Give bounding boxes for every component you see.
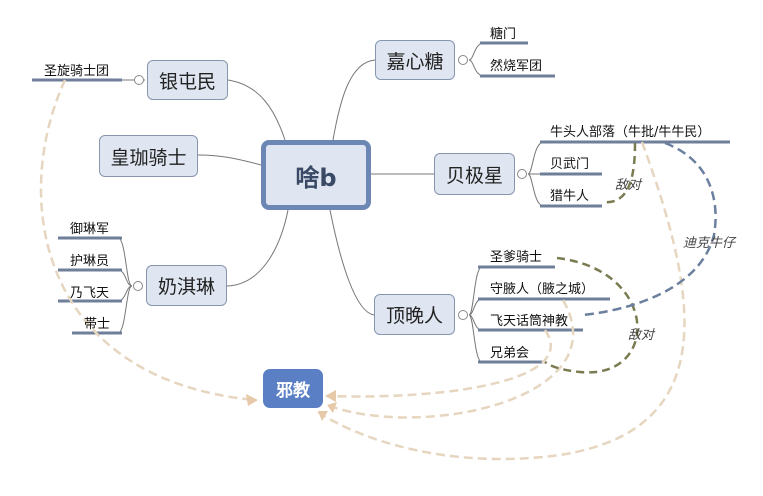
leaf-beiwumen[interactable]: 贝武门 (550, 157, 590, 172)
collapse-toggle-yintunmin[interactable] (134, 75, 144, 85)
collapse-toggle-beijixing[interactable] (517, 169, 527, 179)
branch-huangjia[interactable]: 皇珈骑士 (99, 135, 198, 177)
relation-label-enemy-2: 敌对 (628, 328, 655, 343)
leaf-shouyeren[interactable]: 守腋人（腋之城） (490, 282, 595, 297)
relation-line-xiongdihui-xiejiao (326, 329, 553, 398)
leaf-naifeitian[interactable]: 乃飞天 (70, 286, 110, 301)
branch-beijixing[interactable]: 贝极星 (434, 153, 515, 195)
relation-line-shengxuan-xiejiao (39, 79, 256, 402)
floating-node-xiejiao[interactable]: 邪教 (263, 369, 323, 408)
connector-root-jiaxintang (332, 59, 376, 141)
leaf-daishi[interactable]: 帯士 (84, 317, 111, 332)
leaf-xiongdihui[interactable]: 兄弟会 (490, 346, 530, 361)
relation-line-dick (582, 141, 717, 317)
leaf-yulinjun[interactable]: 御琳军 (70, 222, 110, 237)
leaf-hulinyuan[interactable]: 护琳员 (70, 254, 110, 269)
leaf-shengxuan[interactable]: 圣旋骑士团 (44, 64, 110, 79)
leaf-feitianhuatong[interactable]: 飞天话筒神教 (490, 314, 569, 329)
relation-line-enemy-2 (544, 256, 639, 374)
branch-jiaxintang[interactable]: 嘉心糖 (375, 40, 455, 80)
collapse-toggle-naiqilin[interactable] (133, 281, 143, 291)
connector-root-naiqilin (226, 209, 289, 287)
relation-line-enemy-1 (602, 142, 637, 204)
collapse-toggle-dingwanren[interactable] (458, 310, 468, 320)
branch-yintunmin[interactable]: 银屯民 (147, 60, 228, 100)
relation-line-niutouren-xiejiao (317, 141, 686, 461)
branch-dingwanren[interactable]: 顶晚人 (374, 294, 455, 335)
relation-label-enemy-1: 敌对 (615, 178, 642, 193)
connector-root-huangjia (197, 154, 262, 166)
collapse-toggle-jiaxintang[interactable] (458, 55, 468, 65)
branch-naiqilin[interactable]: 奶淇琳 (146, 265, 227, 306)
leaf-niutouren[interactable]: 牛头人部落（牛批/牛牛民） (550, 125, 711, 140)
connector-root-dingwanren (329, 209, 375, 316)
root-node[interactable]: 啥b (261, 140, 371, 210)
connector-root-yintunmin (227, 79, 286, 141)
relation-line-shouyeren-xiejiao (326, 299, 575, 419)
leaf-tangmen[interactable]: 糖门 (490, 27, 517, 42)
leaf-ranshaojuntuan[interactable]: 然烧军团 (490, 59, 543, 74)
leaf-shengdieqishi[interactable]: 圣爹骑士 (490, 250, 543, 265)
leaf-lieniuren[interactable]: 猎牛人 (550, 189, 590, 204)
relation-label-dick: 迪克牛仔 (683, 236, 736, 251)
